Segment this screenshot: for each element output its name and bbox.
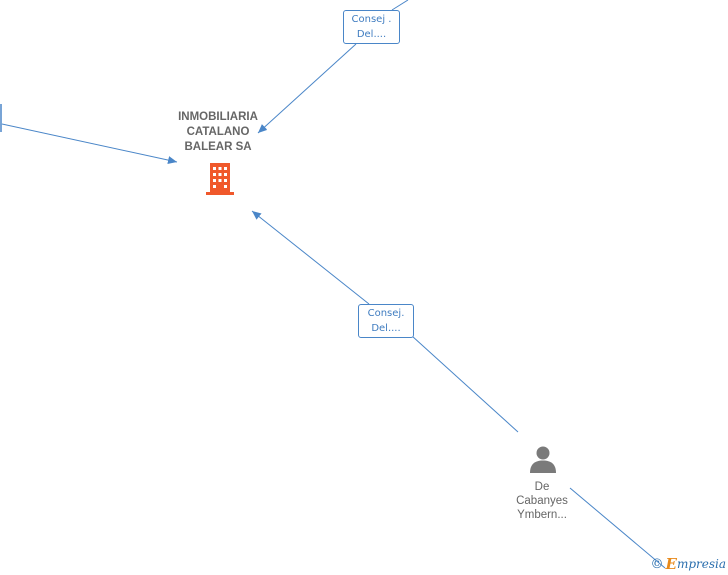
company-name-line2: CATALANO [186,126,250,138]
brand-e-letter: E [665,555,677,573]
edge-label-top[interactable]: Consej . Del.... [343,10,400,44]
edge-label-middle-line1: Consej. [367,308,405,319]
edge-top-consejero [391,0,409,11]
person-icon[interactable] [528,444,558,474]
company-name-line1: INMOBILIARIA [178,111,258,123]
person-name-line2: Cabanyes [516,495,568,507]
empresia-logo: © E mpresia [651,555,727,573]
edge-label-middle[interactable]: Consej. Del.... [358,304,414,338]
company-name-line3: BALEAR SA [184,141,252,153]
edge-label-top-line1: Consej . [351,14,392,25]
edge-label-middle-line2: Del.... [371,323,401,334]
edge-person-to-middle-label [411,335,519,433]
edge-person-bottom-right [569,487,666,569]
person-name-line1: De [534,481,550,493]
edge-middle-to-company [251,210,370,305]
person-name-line3: Ymbern... [517,509,567,521]
edge-label-top-line2: Del.... [356,29,387,40]
brand-name: mpresia [676,557,726,571]
building-icon[interactable] [203,161,237,197]
copyright-symbol: © [650,556,664,572]
company-name[interactable]: INMOBILIARIA CATALANO BALEAR SA [160,110,276,155]
person-name[interactable]: De Cabanyes Ymbern... [496,480,588,522]
edge-left-to-company [1,123,178,164]
edge-top-to-company [257,43,357,134]
